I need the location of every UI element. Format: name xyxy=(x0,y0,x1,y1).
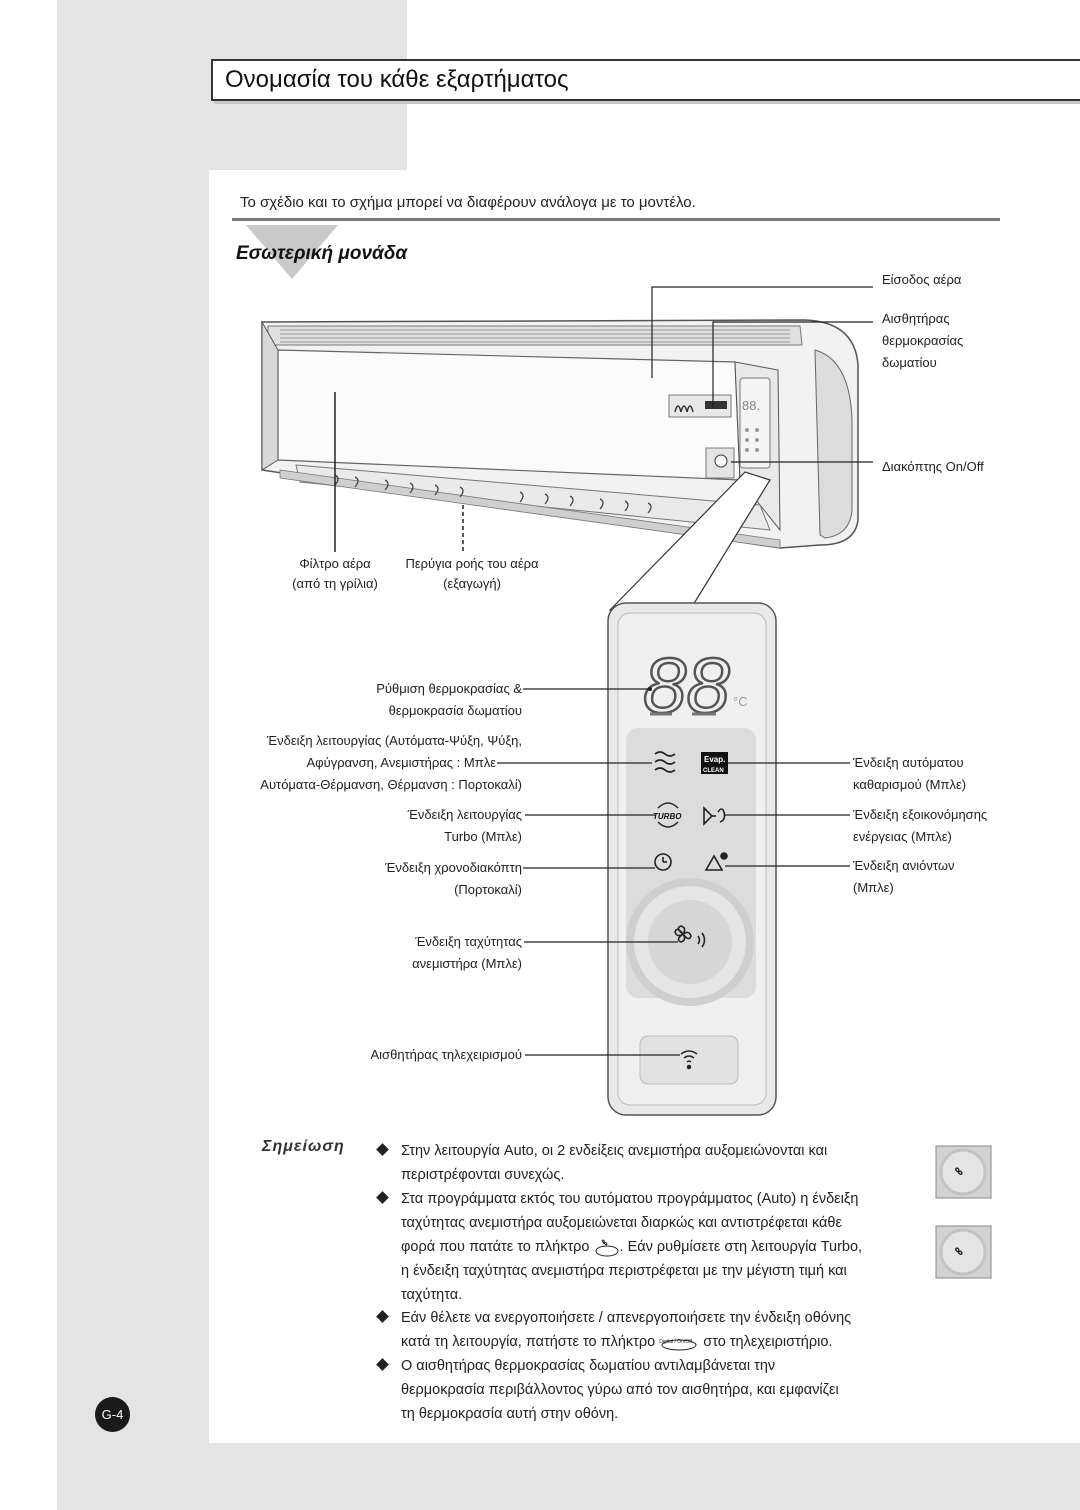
ion-label-2: (Μπλε) xyxy=(853,880,894,895)
louver-label-1: Περύγια ροής του αέρα xyxy=(405,556,539,571)
mini-display-digits: 88. xyxy=(742,398,760,413)
fan-label-2: ανεμιστήρα (Μπλε) xyxy=(412,956,522,971)
ion-label-1: Ένδειξη ανιόντων xyxy=(853,858,955,873)
note-b4-line2: θερμοκρασία περιβάλλοντος γύρω από τον α… xyxy=(401,1382,839,1398)
evap-clean-icon xyxy=(701,752,728,774)
bullet-diamond-icon xyxy=(376,1191,389,1204)
room-sensor-label-1: Αισθητήρας xyxy=(882,311,950,326)
note-b1-line2: περιστρέφονται συνεχώς. xyxy=(401,1167,565,1183)
room-sensor-label-2: θερμοκρασίας xyxy=(882,333,964,348)
page-number: G-4 xyxy=(95,1397,130,1432)
fan-thumbnail-icon xyxy=(955,1167,963,1175)
evap-top-text: Evap. xyxy=(704,755,725,764)
room-sensor-label-3: δωματίου xyxy=(882,355,937,370)
remote-sensor-label: Αισθητήρας τηλεχειρισμού xyxy=(370,1047,523,1062)
turbo-label-1: Ένδειξη λειτουργίας xyxy=(407,807,522,822)
switch-label: Διακόπτης On/Off xyxy=(882,459,984,474)
note-b4-line1: Ο αισθητήρας θερμοκρασίας δωματίου αντιλ… xyxy=(401,1358,776,1374)
filter-label-2: (από τη γρίλια) xyxy=(292,576,378,591)
bullet-diamond-icon xyxy=(376,1358,389,1371)
timer-indicator-icon xyxy=(654,853,672,871)
note-b2-line2: ταχύτητας ανεμιστήρα αυξομειώνεται διαρκ… xyxy=(401,1215,842,1231)
ion-indicator-icon xyxy=(704,852,728,871)
mode-label-1: Ένδειξη λειτουργίας (Αυτόματα-Ψύξη, Ψύξη… xyxy=(266,733,522,748)
section-heading: Εσωτερική μονάδα xyxy=(236,243,408,264)
note-b4-line3: τη θερμοκρασία αυτή στην οθόνη. xyxy=(401,1406,619,1422)
mode-label-3: Αυτόματα-Θέρμανση, Θέρμανση : Πορτοκαλί) xyxy=(260,777,522,792)
timer-label-2: (Πορτοκαλί) xyxy=(454,882,522,897)
bullet-diamond-icon xyxy=(376,1310,389,1323)
digital-key-label: Digital / On/Off xyxy=(659,1339,692,1346)
turbo-indicator-icon: TURBO xyxy=(653,802,682,828)
note-b2-line5: ταχύτητα. xyxy=(401,1287,463,1303)
temp-label-1: Ρύθμιση θερμοκρασίας & xyxy=(376,681,522,696)
energy-saving-icon xyxy=(703,806,726,826)
filter-label-1: Φίλτρο αέρα xyxy=(299,556,371,571)
divider xyxy=(232,218,1000,221)
note-bullet-3: Εάν θέλετε να ενεργοποιήσετε / απενεργοπ… xyxy=(376,1306,958,1354)
side-band xyxy=(57,0,209,1510)
display-digits: 88 xyxy=(643,641,730,729)
bottom-band xyxy=(209,1443,1080,1510)
note-title: Σημείωση xyxy=(262,1138,345,1155)
temp-label-2: θερμοκρασία δωματίου xyxy=(388,703,522,718)
note-bullet-1: Στην λειτουργία Auto, οι 2 ενδείξεις ανε… xyxy=(376,1139,938,1187)
evap-label-1: Ένδειξη αυτόματου xyxy=(853,755,964,770)
note-b1-line1: Στην λειτουργία Auto, οι 2 ενδείξεις ανε… xyxy=(401,1143,828,1159)
turbo-icon-text: TURBO xyxy=(653,812,682,821)
energy-label-1: Ένδειξη εξοικονόμησης xyxy=(853,807,988,822)
louver-label-2: (εξαγωγή) xyxy=(443,576,501,591)
note-b3-line2b: στο τηλεχειριστήριο. xyxy=(703,1334,833,1350)
note-b2-line3a: φορά που πατάτε το πλήκτρο xyxy=(401,1239,590,1255)
timer-label-1: Ένδειξη χρονοδιακόπτη xyxy=(385,860,522,875)
section-marker xyxy=(246,225,338,279)
turbo-label-2: Turbo (Μπλε) xyxy=(444,829,522,844)
bullet-diamond-icon xyxy=(376,1143,389,1156)
display-unit: °C xyxy=(733,694,748,709)
fan-label-1: Ένδειξη ταχύτητας xyxy=(415,934,522,949)
evap-bottom-text: CLEAN xyxy=(703,768,724,774)
remote-sensor-icon xyxy=(680,1050,698,1070)
air-inlet-label: Είσοδος αέρα xyxy=(882,272,962,287)
note-b2-line4: η ένδειξη ταχύτητας ανεμιστήρα περιστρέφ… xyxy=(401,1263,847,1279)
mode-indicator-icon xyxy=(654,751,676,773)
note-b2-line3b: . Εάν ρυθμίσετε στη λειτουργία Turbo, xyxy=(619,1239,863,1255)
energy-label-2: ενέργειας (Μπλε) xyxy=(853,829,952,844)
digital-key-icon: Digital / On/Off xyxy=(659,1333,699,1351)
page-title: Ονομασία του κάθε εξαρτήματος xyxy=(211,59,1080,101)
page-title-text: Ονομασία του κάθε εξαρτήματος xyxy=(225,66,569,93)
mode-label-2: Αφύγρανση, Ανεμιστήρας : Μπλε xyxy=(306,755,496,770)
subtitle: Το σχέδιο και το σχήμα μπορεί να διαφέρο… xyxy=(240,194,696,211)
note-bullet-4: Ο αισθητήρας θερμοκρασίας δωματίου αντιλ… xyxy=(376,1354,958,1426)
note-b3-line1: Εάν θέλετε να ενεργοποιήσετε / απενεργοπ… xyxy=(401,1310,852,1326)
evap-label-2: καθαρισμού (Μπλε) xyxy=(853,777,967,792)
fan-key-icon xyxy=(594,1239,620,1257)
note-bullet-2: Στα προγράμματα εκτός του αυτόματου προγ… xyxy=(376,1187,938,1307)
fan-speed-icon xyxy=(674,925,706,948)
note-b3-line2a: κατά τη λειτουργία, πατήστε το πλήκτρο xyxy=(401,1334,656,1350)
fan-thumbnail-icon-2 xyxy=(955,1247,963,1255)
note-b2-line1: Στα προγράμματα εκτός του αυτόματου προγ… xyxy=(401,1191,859,1207)
